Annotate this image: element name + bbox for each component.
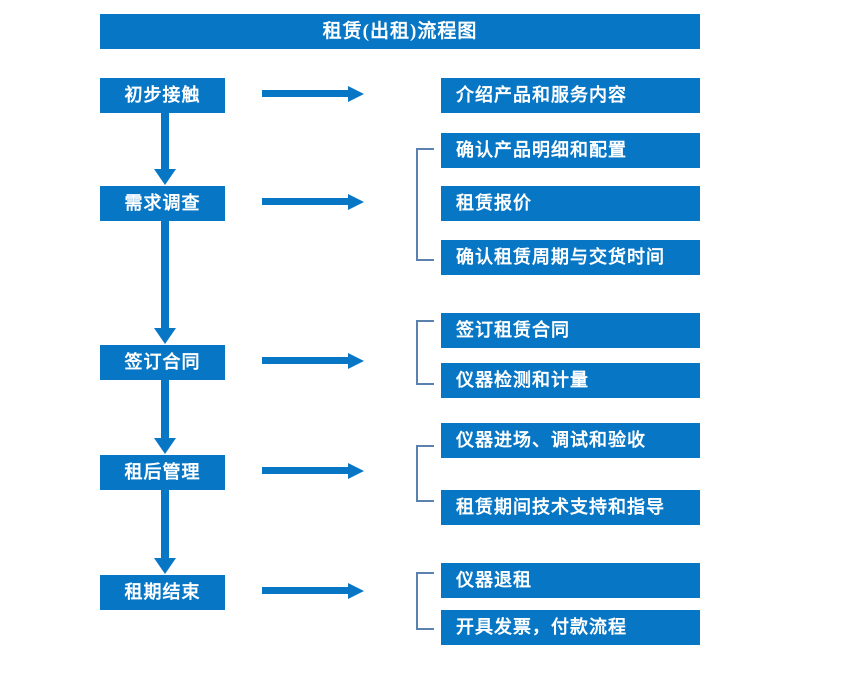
horizontal-arrow-4 [262, 463, 364, 479]
horizontal-arrow-1 [262, 86, 364, 102]
vertical-arrow-2-to-3 [154, 221, 176, 344]
horizontal-arrow-5 [262, 583, 364, 599]
detail-box-2-3[interactable]: 确认租赁周期与交货时间 [441, 240, 700, 275]
horizontal-arrow-2 [262, 194, 364, 210]
vertical-arrow-1-to-2 [154, 113, 176, 185]
group-bracket-stage-4 [416, 445, 434, 502]
stage-box-5[interactable]: 租期结束 [100, 575, 225, 610]
detail-box-3-2[interactable]: 仪器检测和计量 [441, 363, 700, 398]
detail-box-2-2[interactable]: 租赁报价 [441, 186, 700, 221]
detail-box-4-2[interactable]: 租赁期间技术支持和指导 [441, 490, 700, 525]
group-bracket-stage-5 [416, 572, 434, 630]
detail-box-3-1[interactable]: 签订租赁合同 [441, 313, 700, 348]
diagram-title: 租赁(出租)流程图 [100, 14, 700, 49]
horizontal-arrow-3 [262, 353, 364, 369]
detail-box-5-1[interactable]: 仪器退租 [441, 563, 700, 598]
detail-box-5-2[interactable]: 开具发票，付款流程 [441, 610, 700, 645]
detail-box-4-1[interactable]: 仪器进场、调试和验收 [441, 423, 700, 458]
stage-box-2[interactable]: 需求调查 [100, 186, 225, 221]
group-bracket-stage-3 [416, 320, 434, 385]
vertical-arrow-3-to-4 [154, 380, 176, 454]
stage-box-3[interactable]: 签订合同 [100, 345, 225, 380]
detail-box-2-1[interactable]: 确认产品明细和配置 [441, 133, 700, 168]
group-bracket-stage-2 [416, 148, 434, 261]
detail-box-1-1[interactable]: 介绍产品和服务内容 [441, 78, 700, 113]
stage-box-1[interactable]: 初步接触 [100, 78, 225, 113]
vertical-arrow-4-to-5 [154, 490, 176, 574]
stage-box-4[interactable]: 租后管理 [100, 455, 225, 490]
